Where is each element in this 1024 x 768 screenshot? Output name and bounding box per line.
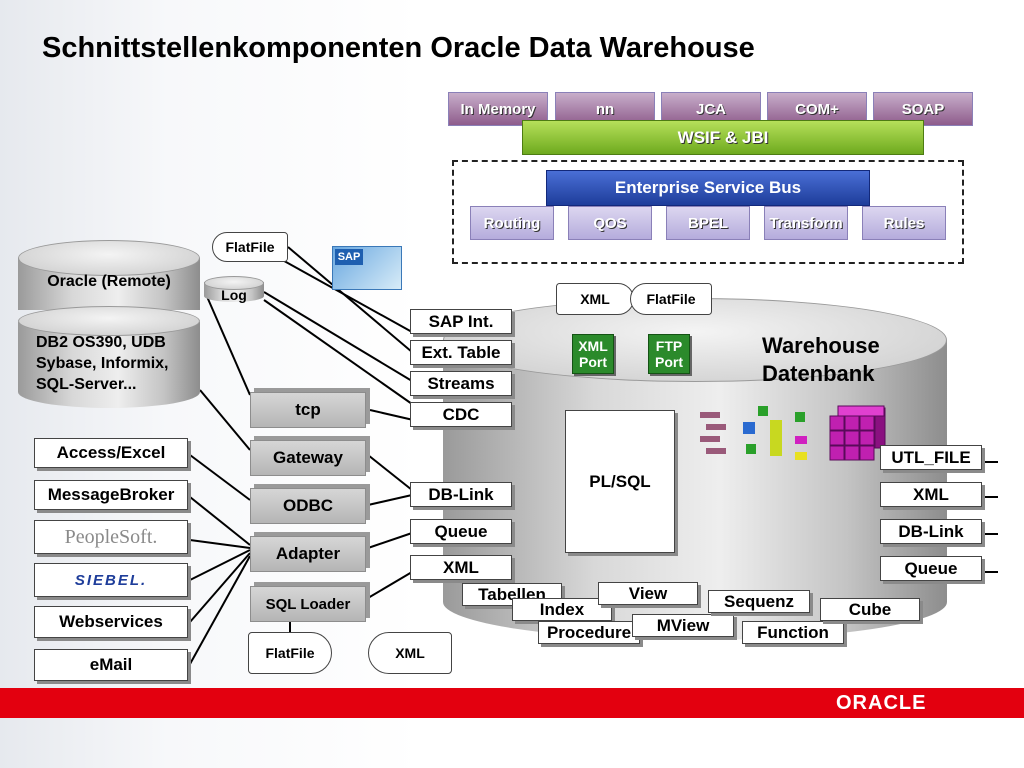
db2-cylinder [18,322,200,408]
routing-button: Routing [470,206,554,240]
db2-label-line2: Sybase, Informix, [36,355,169,372]
utl-file-box: UTL_FILE [880,445,982,470]
oracle-remote-cylinder-top [18,240,200,276]
sap-logo-icon: SAP [332,246,402,290]
messagebroker-box: MessageBroker [34,480,188,510]
flatfile-bottom: FlatFile [248,632,332,674]
rules-button: Rules [862,206,946,240]
xml-port-line1: XML [578,338,608,354]
xml-file-top: XML [556,283,634,315]
tcp-box: tcp [250,392,366,428]
webservices-box: Webservices [34,606,188,638]
page-title: Schnittstellenkomponenten Oracle Data Wa… [42,32,755,64]
wsif-jbi-bar: WSIF & JBI [522,120,924,155]
warehouse-label-line1: Warehouse [762,333,880,358]
email-box: eMail [34,649,188,681]
access-excel-box: Access/Excel [34,438,188,468]
xml-input-box: XML [410,555,512,580]
log-label: Log [221,287,247,303]
db2-cylinder-top [18,306,200,336]
olap-cube-icon [829,405,886,461]
xml-port-line2: Port [579,354,607,370]
log-cylinder-top [204,276,264,290]
adapter-box: Adapter [250,536,366,572]
oracle-logo: ORACLE [836,692,927,714]
view-box: View [598,582,698,605]
cdc-box: CDC [410,402,512,427]
streams-box: Streams [410,371,512,396]
sequenz-box: Sequenz [708,590,810,613]
transform-button: Transform [764,206,848,240]
db2-label-line3: SQL-Server... [36,376,137,393]
sql-loader-box: SQL Loader [250,586,366,622]
sap-int-box: SAP Int. [410,309,512,334]
procedure-box: Procedure [538,621,640,644]
db-link-output-box: DB-Link [880,519,982,544]
db2-label: DB2 OS390, UDB Sybase, Informix, SQL-Ser… [36,332,169,395]
siebel-logo: SIEBEL. [34,563,188,597]
queue-input-box: Queue [410,519,512,544]
ftp-port-line2: Port [655,354,683,370]
xml-bottom: XML [368,632,452,674]
gateway-box: Gateway [250,440,366,476]
queue-output-box: Queue [880,556,982,581]
mview-box: MView [632,614,734,637]
qos-button: QOS [568,206,652,240]
db2-label-line1: DB2 OS390, UDB [36,334,166,351]
warehouse-label: Warehouse Datenbank [762,332,880,388]
star-schema-icon [743,406,807,460]
peoplesoft-logo: PeopleSoft. [34,520,188,554]
db-link-input-box: DB-Link [410,482,512,507]
odbc-box: ODBC [250,488,366,524]
flatfile-source-top: FlatFile [212,232,288,262]
cube-box: Cube [820,598,920,621]
sap-logo-text: SAP [335,249,363,265]
ftp-port-line1: FTP [655,338,683,354]
esb-container [452,160,964,264]
bpel-button: BPEL [666,206,750,240]
index-box: Index [512,598,612,621]
flatfile-file-top: FlatFile [630,283,712,315]
xml-output-box: XML [880,482,982,507]
function-box: Function [742,621,844,644]
warehouse-label-line2: Datenbank [762,361,875,386]
ext-table-box: Ext. Table [410,340,512,365]
hierarchy-icon [700,412,726,454]
oracle-remote-label: Oracle (Remote) [47,273,171,290]
footer-red-bar [0,688,1024,718]
esb-bar: Enterprise Service Bus [546,170,870,206]
plsql-box: PL/SQL [565,410,675,553]
